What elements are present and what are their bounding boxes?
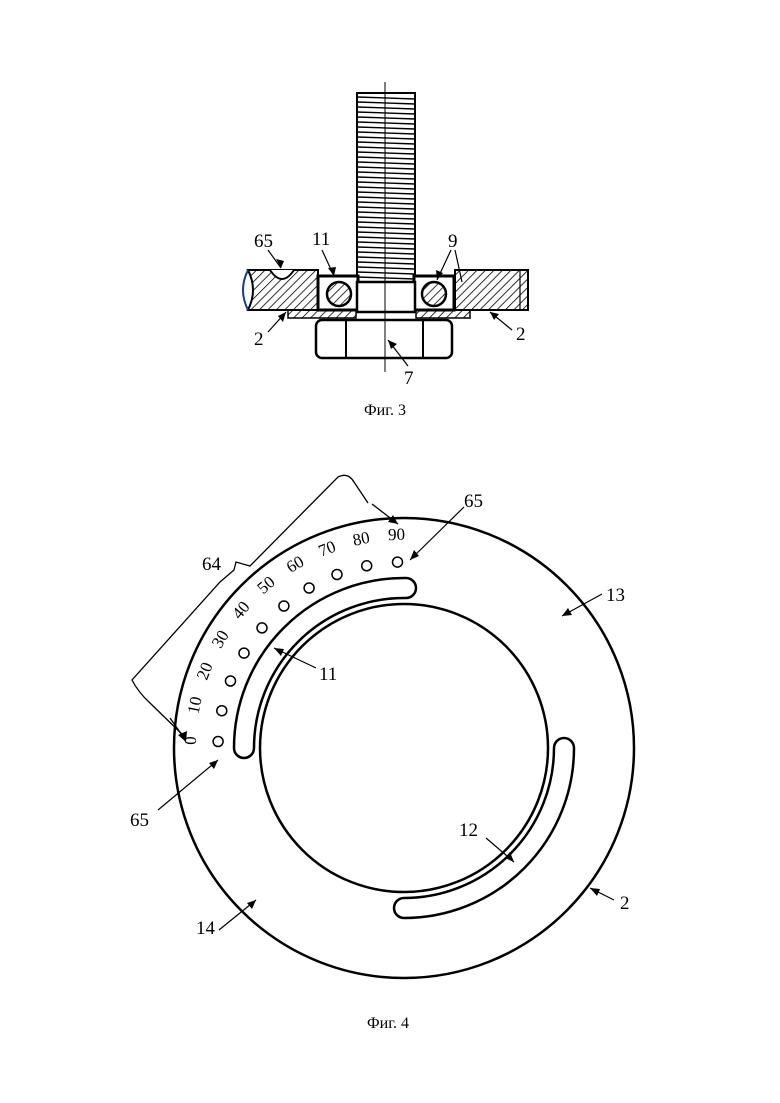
label-65-top: 65 (464, 491, 483, 512)
scale-hole (226, 676, 236, 686)
figure-4: 0102030405060708090 64 65 6 (130, 475, 634, 1032)
scale-number: 90 (388, 525, 406, 545)
label-11-fig4: 11 (319, 664, 337, 685)
label-13: 13 (606, 585, 625, 606)
label-65: 65 (254, 231, 273, 252)
scale-hole (332, 570, 342, 580)
scale-hole (362, 561, 372, 571)
plate-left (243, 270, 318, 310)
label-9: 9 (448, 231, 458, 252)
caption-fig-4: Фиг. 4 (367, 1015, 409, 1032)
label-2-right: 2 (516, 324, 526, 345)
label-2-left: 2 (254, 329, 264, 350)
label-64: 64 (202, 554, 222, 575)
scale-hole (279, 601, 289, 611)
label-14: 14 (196, 918, 216, 939)
caption-fig-3: Фиг. 3 (364, 402, 406, 419)
bolt-thread (357, 93, 415, 285)
scale-hole (239, 648, 249, 658)
scale-hole (257, 623, 267, 633)
scale-hole (304, 583, 314, 593)
label-7: 7 (404, 368, 414, 389)
bearing-right (414, 276, 454, 310)
scale-hole (217, 706, 227, 716)
figure-3: 65 11 9 2 2 7 Фиг. 3 (243, 82, 528, 419)
label-65-bottom: 65 (130, 810, 149, 831)
label-12: 12 (459, 820, 478, 841)
label-11: 11 (312, 229, 330, 250)
bolt-shank (357, 282, 415, 312)
plate-right (455, 270, 528, 310)
scale-hole (393, 557, 403, 567)
label-2-fig4: 2 (620, 893, 630, 914)
disc-inner-hole (260, 604, 548, 892)
scale-hole (213, 737, 223, 747)
bearing-left (318, 276, 358, 310)
nut (316, 320, 452, 358)
